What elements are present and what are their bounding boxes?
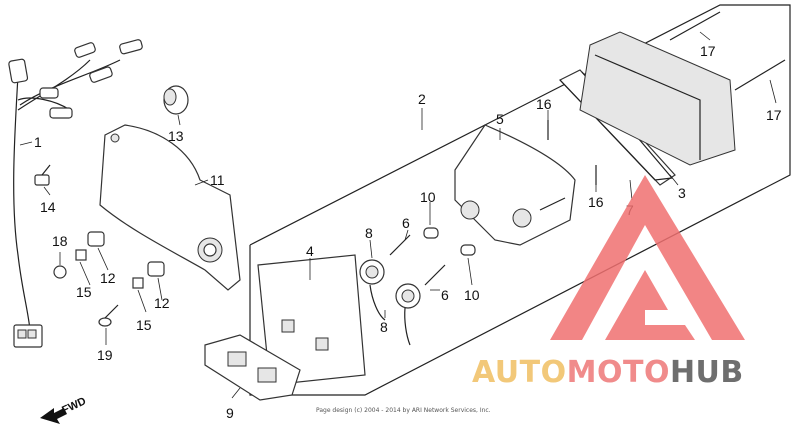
leader-lines <box>19 31 777 399</box>
watermark-auto: AUTO <box>472 355 567 390</box>
assembly-frame <box>249 4 791 396</box>
callout-10b: 10 <box>464 287 480 303</box>
watermark-hub: HUB <box>670 355 744 390</box>
arrow-left-icon <box>40 408 67 424</box>
callout-16a: 16 <box>536 96 552 112</box>
copyright-text: Page design (c) 2004 - 2014 by ARI Netwo… <box>316 407 491 414</box>
callout-16b: 16 <box>588 194 604 210</box>
callout-11: 11 <box>210 172 225 188</box>
callout-17b: 17 <box>766 107 782 123</box>
callout-1: 1 <box>34 134 42 150</box>
callout-6a: 6 <box>402 215 410 231</box>
callout-4: 4 <box>306 243 314 259</box>
part-lens-cover <box>579 31 736 166</box>
callout-19: 19 <box>97 347 113 363</box>
callout-9: 9 <box>226 405 234 421</box>
callout-labels: 1 2 3 4 5 6 6 7 8 8 9 10 10 11 12 12 13 … <box>34 43 782 421</box>
callout-15a: 15 <box>76 284 92 300</box>
part-light-body <box>454 124 576 246</box>
callout-5: 5 <box>496 111 504 127</box>
callout-8b: 8 <box>380 319 388 335</box>
part-hardware <box>34 164 165 327</box>
callout-14: 14 <box>40 199 56 215</box>
watermark-moto: MOTO <box>567 355 670 390</box>
callout-6b: 6 <box>441 287 449 303</box>
part-bulb-sockets <box>359 234 446 346</box>
callout-18: 18 <box>52 233 68 249</box>
callout-13: 13 <box>168 128 184 144</box>
callout-8a: 8 <box>365 225 373 241</box>
forward-direction-indicator: FWD <box>40 395 88 424</box>
part-bulbs <box>423 227 476 256</box>
callout-12a: 12 <box>100 270 116 286</box>
callout-12b: 12 <box>154 295 170 311</box>
svg-text:AUTOMOTOHUB: AUTOMOTOHUB <box>472 355 744 390</box>
callout-2: 2 <box>418 91 426 107</box>
callout-15b: 15 <box>136 317 152 333</box>
callout-3: 3 <box>678 185 686 201</box>
fwd-label: FWD <box>60 395 88 416</box>
callout-17a: 17 <box>700 43 716 59</box>
callout-10a: 10 <box>420 189 436 205</box>
part-bracket <box>99 124 241 291</box>
part-grommet <box>163 85 189 115</box>
part-screws <box>547 11 786 185</box>
part-lens-housing <box>257 254 366 386</box>
part-base-plate <box>204 334 301 401</box>
part-wiring-harness <box>8 39 143 348</box>
triangle-logo-icon <box>550 175 745 340</box>
watermark-logo <box>550 175 745 340</box>
